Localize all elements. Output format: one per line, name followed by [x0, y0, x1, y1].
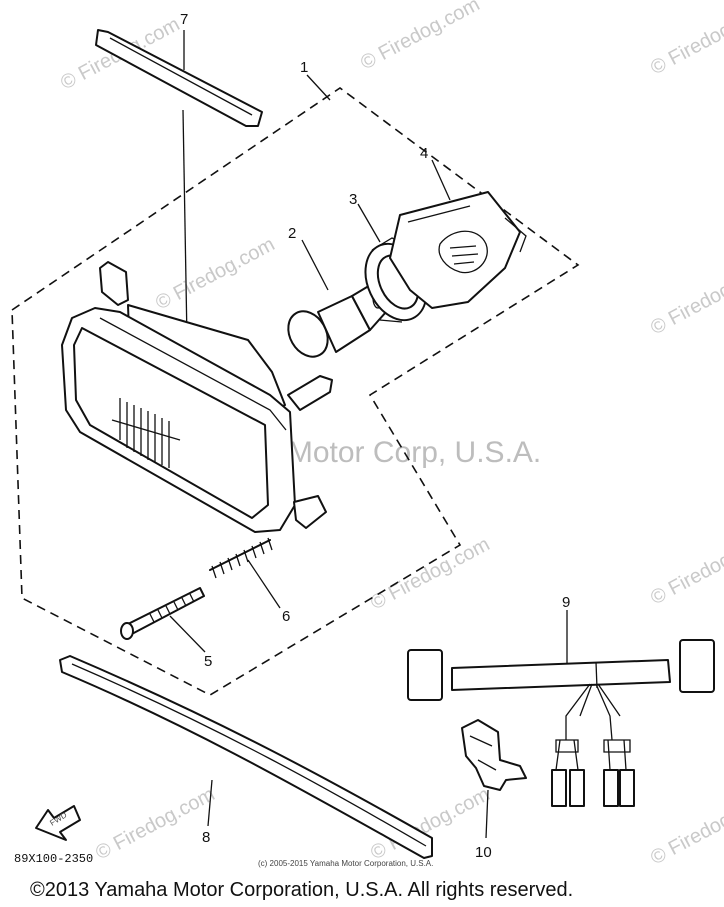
forward-arrow-icon: FWD: [35, 805, 81, 841]
watermark-text: © Firedog.com: [647, 528, 724, 609]
leader-10: [485, 789, 489, 839]
leader-8: [207, 779, 213, 827]
part-6-spring: [209, 537, 273, 579]
leader-4: [431, 159, 451, 201]
callout-6: 6: [282, 608, 290, 625]
callout-7: 7: [180, 11, 188, 28]
watermark-text: © Firedog.com: [647, 258, 724, 339]
part-9-wire-harness: [407, 639, 715, 807]
callout-1: 1: [300, 59, 308, 76]
watermark-text: © Firedog.com: [647, 788, 724, 869]
part-2-bulb: [287, 283, 387, 358]
watermark-text: © Firedog.com: [367, 533, 493, 614]
callout-5: 5: [204, 653, 212, 670]
leader-2: [301, 239, 329, 291]
part-5-screw: [120, 587, 205, 640]
callout-8: 8: [202, 829, 210, 846]
headlight-lens-pattern: [111, 398, 181, 468]
callout-3: 3: [349, 191, 357, 208]
part-4-dust-cover: [389, 191, 527, 309]
callout-10: 10: [475, 844, 492, 861]
part-10-clamp: [461, 719, 527, 791]
leader-1: [306, 74, 331, 101]
callout-2: 2: [288, 225, 296, 242]
watermark-text: © Firedog.com: [152, 233, 278, 314]
watermark-text: © Firedog.com: [647, 0, 724, 79]
copyright-notice: ©2013 Yamaha Motor Corporation, U.S.A. A…: [30, 879, 573, 901]
diagram-code: 89X100-2350: [14, 852, 93, 866]
assembly-outline: [11, 87, 580, 696]
leader-3: [357, 203, 381, 243]
leader-6: [247, 559, 281, 609]
part-7-trim-strip: [95, 29, 263, 127]
watermark-text: © Firedog.com: [92, 783, 218, 864]
leader-7-lower: [182, 109, 188, 341]
leader-5: [169, 615, 206, 653]
callout-4: 4: [420, 145, 428, 162]
part-8-trim-strip: [59, 655, 433, 859]
watermark-text: © Firedog.com: [357, 0, 483, 74]
headlight-housing: [61, 261, 333, 533]
fine-print: (c) 2005-2015 Yamaha Motor Corporation, …: [258, 859, 433, 868]
callout-9: 9: [562, 594, 570, 611]
